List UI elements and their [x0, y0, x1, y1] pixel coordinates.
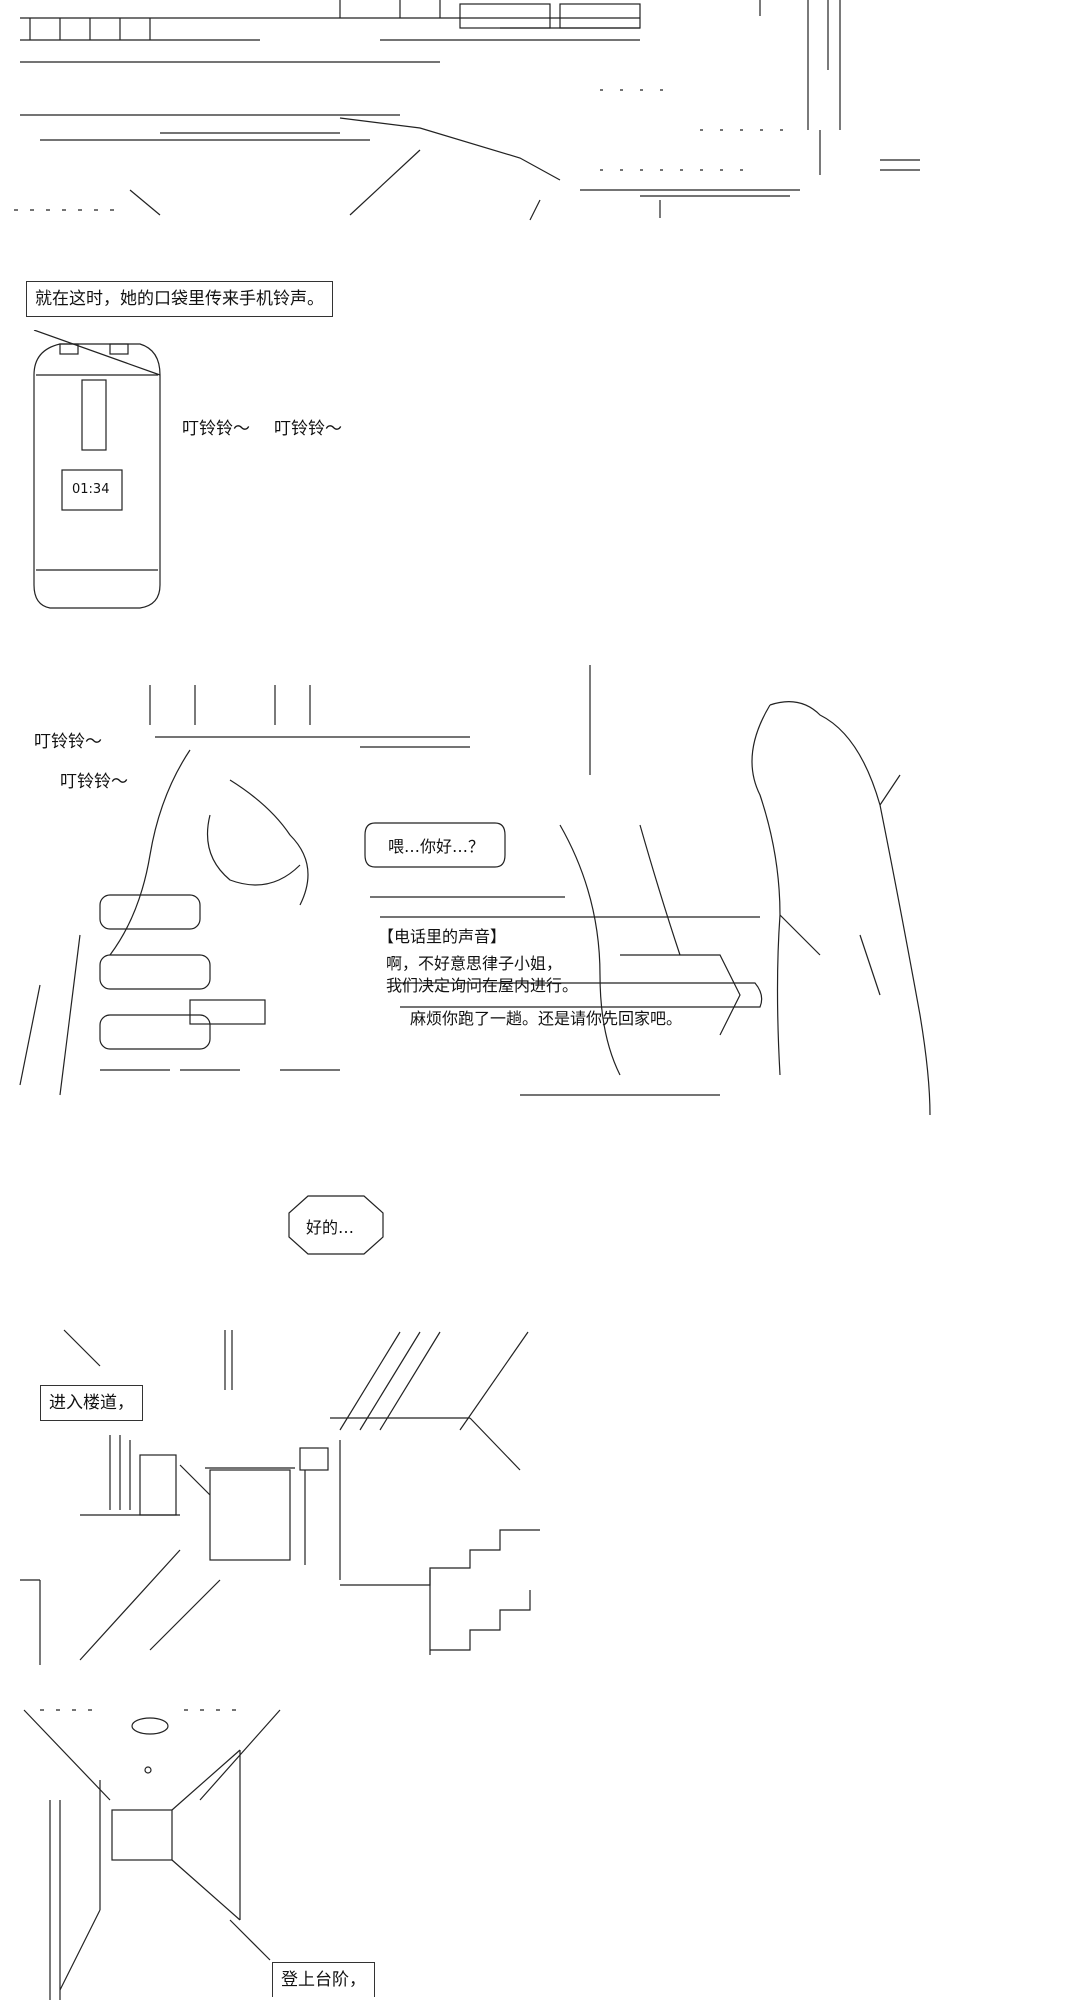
hello-bubble-shape: [364, 822, 763, 1008]
reply-bubble: 好的…: [288, 1195, 384, 1255]
steps-narration: 登上台阶，: [272, 1962, 375, 1997]
reply-bubble-shape: [288, 1195, 384, 1255]
street-narration: 就在这时，她的口袋里传来手机铃声。: [26, 281, 333, 317]
steps-ascii-art: [23, 1709, 281, 2000]
reply-text: 好的…: [306, 1218, 355, 1237]
phone-clock: 01:34: [72, 482, 110, 497]
phone-line-1: 啊，不好意思律子小姐，: [386, 954, 563, 973]
ringtone-sfx-b: 叮铃铃～: [274, 419, 342, 439]
steps-panel: 登上台阶，: [0, 1700, 1080, 2000]
call-panel: 叮铃铃～ 叮铃铃～ 喂…你好…？ 【电话里的声音】 啊，不好意思律子小姐， 我们…: [0, 655, 1080, 1130]
street-panel: [0, 0, 1080, 230]
phone-voice-label: 【电话里的声音】: [378, 927, 507, 946]
ringtone-sfx-a: 叮铃铃～: [182, 419, 250, 439]
ringtone-sfx-2: 叮铃铃～: [60, 772, 128, 792]
phone-line-3: 麻烦你跑了一趟。还是请你先回家吧。: [410, 1009, 683, 1028]
phone-ascii-art: [33, 330, 161, 609]
phone-line-2: 我们决定询问在屋内进行。: [386, 976, 579, 995]
stairwell-ascii-art: [20, 1329, 540, 1665]
street-ascii-art: [14, 0, 920, 221]
hello-speech: 喂…你好…？: [388, 837, 485, 856]
call-ascii-art: [19, 665, 931, 1116]
stairwell-panel: 进入楼道，: [0, 1320, 1080, 1680]
phone-panel: 01:34 叮铃铃～ 叮铃铃～: [0, 330, 1080, 620]
stairwell-narration: 进入楼道，: [40, 1385, 143, 1421]
ringtone-sfx-1: 叮铃铃～: [34, 732, 102, 752]
